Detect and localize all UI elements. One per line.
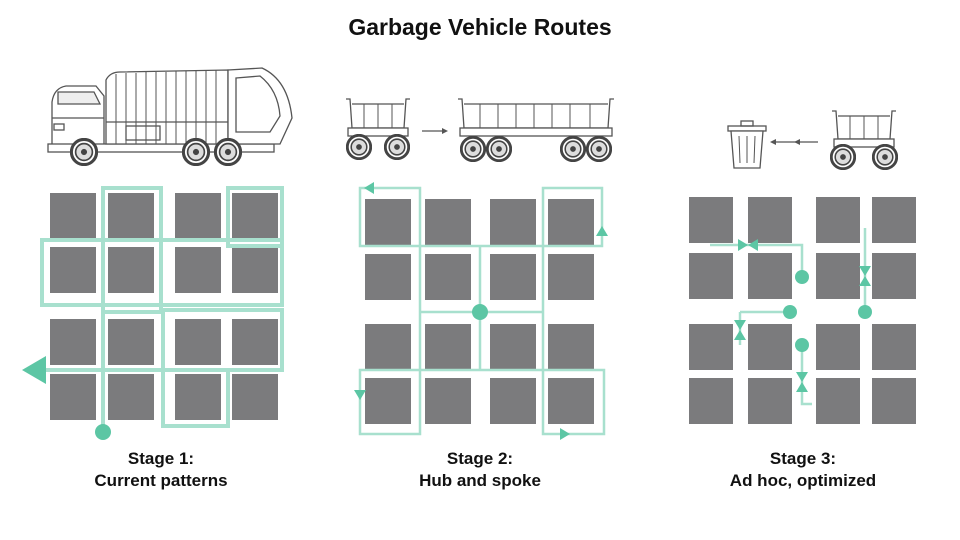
stage-1-routes: [40, 186, 284, 430]
city-block: [689, 324, 733, 370]
city-block: [816, 378, 860, 424]
city-block: [50, 319, 96, 365]
wheel-icon: [182, 138, 210, 166]
wheel-icon: [560, 136, 586, 162]
city-block: [548, 378, 594, 424]
city-block: [490, 199, 536, 245]
city-block: [748, 378, 792, 424]
wheel-icon: [460, 136, 486, 162]
city-block: [425, 199, 471, 245]
exit-arrow-icon: [22, 356, 46, 384]
city-block: [490, 254, 536, 300]
city-block: [175, 319, 221, 365]
small-trailer-icon: [832, 110, 896, 148]
city-block: [548, 254, 594, 300]
city-block: [490, 378, 536, 424]
city-block: [365, 254, 411, 300]
stage-2-label: Stage 2: Hub and spoke: [350, 448, 610, 492]
city-block-grids: [50, 193, 916, 424]
large-trailer-icon: [458, 98, 614, 137]
city-block: [365, 324, 411, 370]
direction-arrow-icon: [560, 428, 570, 440]
depot-dot: [95, 424, 111, 440]
direction-arrow-icon: [364, 182, 374, 194]
city-block: [872, 253, 916, 299]
city-block: [232, 374, 278, 420]
wheel-icon: [830, 144, 856, 170]
city-block: [232, 319, 278, 365]
city-block: [872, 378, 916, 424]
city-block: [50, 193, 96, 239]
city-block: [689, 253, 733, 299]
direction-arrow-icon: [596, 226, 608, 236]
city-block: [50, 374, 96, 420]
city-block: [748, 253, 792, 299]
small-trailer-icon: [346, 98, 410, 137]
hub-dot: [472, 304, 488, 320]
stage-1-number: Stage 1:: [127, 449, 195, 468]
wheel-icon: [486, 136, 512, 162]
trash-bin-icon: [727, 120, 767, 169]
city-block: [232, 193, 278, 239]
arrow-right-icon: [422, 128, 448, 134]
stage-3-markers: [734, 239, 872, 392]
city-block: [108, 319, 154, 365]
stage-3-number: Stage 3:: [769, 449, 837, 468]
stage-2-number: Stage 2:: [446, 449, 514, 468]
city-block: [108, 247, 154, 293]
city-block: [748, 197, 792, 243]
wheel-icon: [70, 138, 98, 166]
city-block: [175, 374, 221, 420]
city-block: [175, 247, 221, 293]
direction-arrow-icon: [354, 390, 366, 400]
wheel-icon: [346, 134, 372, 160]
garbage-truck-icon: [47, 67, 293, 153]
city-block: [425, 254, 471, 300]
wheel-icon: [384, 134, 410, 160]
stage-1-description: Current patterns: [94, 471, 228, 490]
city-block: [548, 199, 594, 245]
city-block: [108, 193, 154, 239]
city-block: [816, 324, 860, 370]
stage-3-description: Ad hoc, optimized: [729, 471, 877, 490]
stage-1-label: Stage 1: Current patterns: [31, 448, 291, 492]
city-block: [108, 374, 154, 420]
city-block: [50, 247, 96, 293]
stage-3-label: Stage 3: Ad hoc, optimized: [673, 448, 933, 492]
city-block: [490, 324, 536, 370]
city-block: [872, 197, 916, 243]
arrow-left-icon: [770, 139, 818, 145]
city-block: [365, 378, 411, 424]
city-block: [689, 378, 733, 424]
wheel-icon: [586, 136, 612, 162]
city-block: [365, 199, 411, 245]
city-block: [816, 197, 860, 243]
city-block: [232, 247, 278, 293]
stage-2-description: Hub and spoke: [419, 471, 541, 490]
city-block: [816, 253, 860, 299]
city-block: [175, 193, 221, 239]
wheel-icon: [214, 138, 242, 166]
city-block: [748, 324, 792, 370]
wheel-icon: [872, 144, 898, 170]
city-block: [425, 378, 471, 424]
city-block: [872, 324, 916, 370]
city-block: [425, 324, 471, 370]
city-block: [689, 197, 733, 243]
city-block: [548, 324, 594, 370]
page-title: Garbage Vehicle Routes: [348, 14, 612, 40]
